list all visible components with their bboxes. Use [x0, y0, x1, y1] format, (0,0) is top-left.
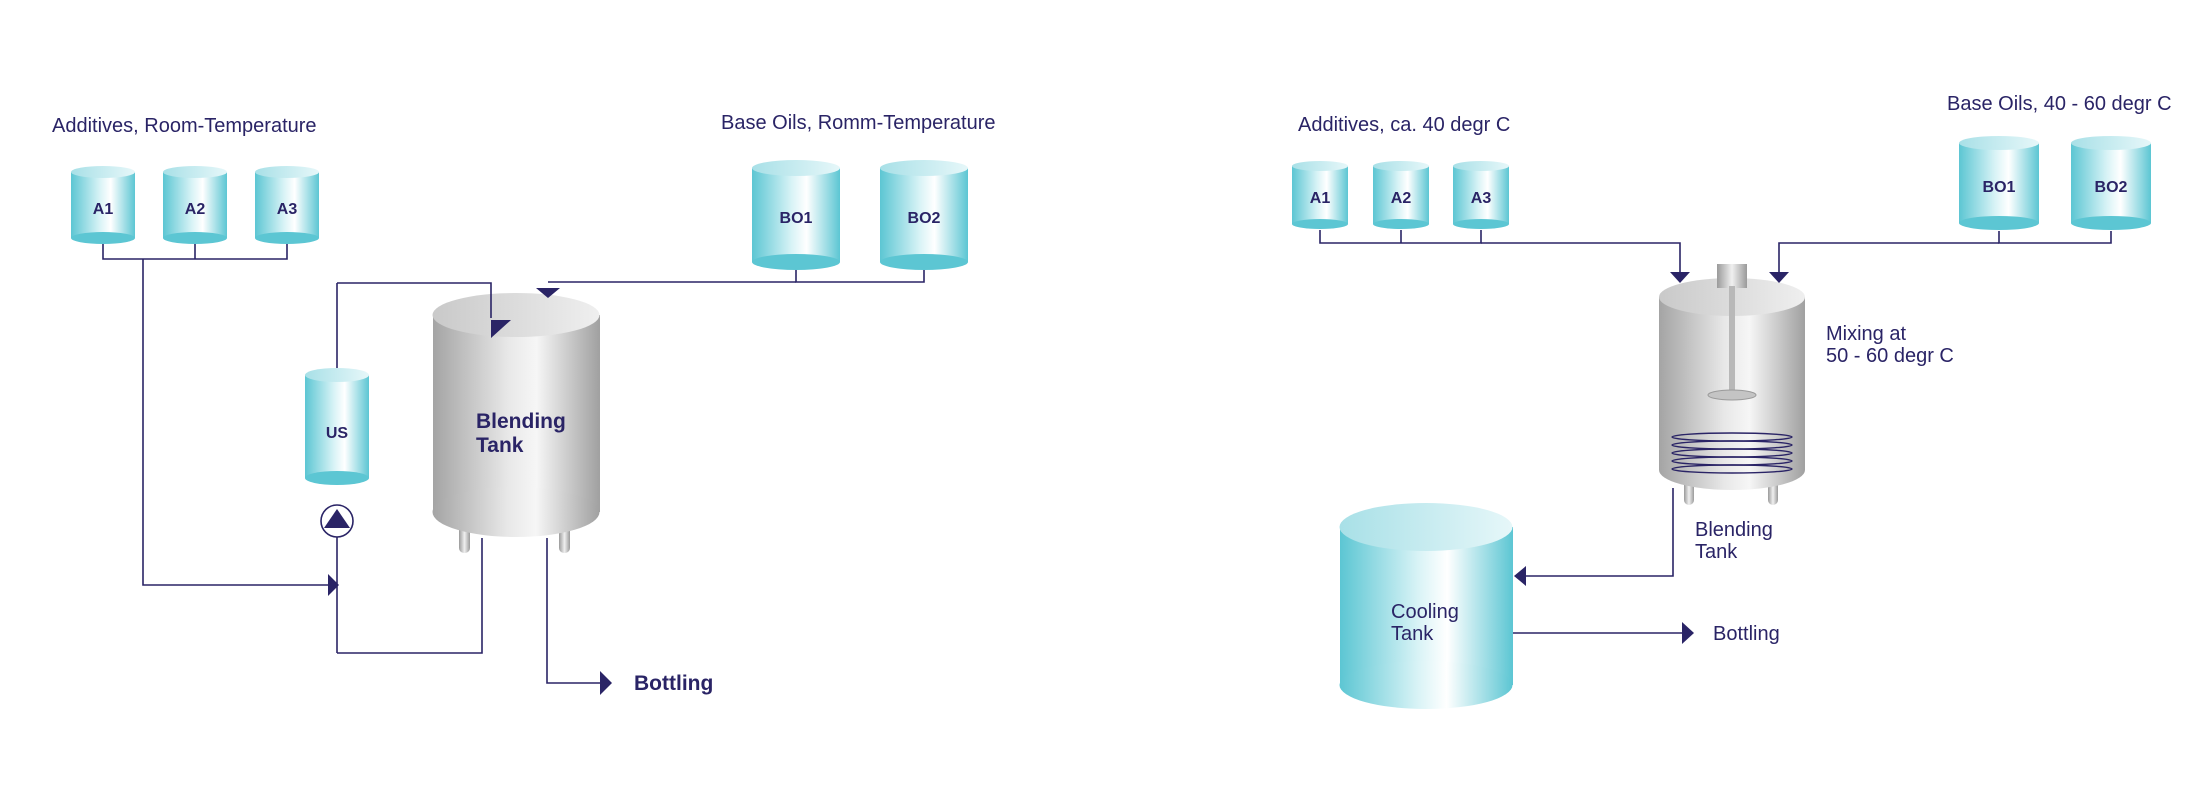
right-additive-tank-a2: A2: [1373, 161, 1429, 229]
left-base-oil-tank-bo2: BO2: [880, 160, 968, 270]
tank-label: BO2: [2095, 179, 2128, 196]
blending-tank-label-line2: Tank: [476, 434, 524, 457]
left-base-oils-title: Base Oils, Romm-Temperature: [721, 112, 996, 134]
arrow-down-icon: [1769, 272, 1789, 283]
right-base-oil-tank-bo1: BO1: [1959, 136, 2039, 230]
pump-icon: [320, 504, 354, 538]
left-additive-tank-a3: A3: [255, 166, 319, 244]
left-additives-title: Additives, Room-Temperature: [52, 115, 317, 137]
mixing-label-line1: Mixing at: [1826, 323, 1906, 345]
arrow-down-icon: [536, 288, 560, 298]
right-additive-tank-a1: A1: [1292, 161, 1348, 229]
tank-label: BO1: [780, 210, 813, 227]
cooling-tank: Cooling Tank: [1339, 503, 1513, 709]
left-bottling-label: Bottling: [634, 672, 713, 695]
left-additive-tank-a2: A2: [163, 166, 227, 244]
mixing-label-line2: 50 - 60 degr C: [1826, 345, 1954, 367]
left-piping: [102, 244, 925, 695]
agitator-icon: [1707, 264, 1757, 401]
tank-label: A2: [185, 201, 206, 218]
tank-label: A2: [1391, 190, 1412, 207]
arrow-right-icon: [600, 671, 612, 695]
right-bottling-label: Bottling: [1713, 623, 1780, 645]
right-process: Additives, ca. 40 degr C Base Oils, 40 -…: [1292, 93, 2172, 709]
arrow-right-icon: [1682, 622, 1694, 644]
tank-label: A3: [277, 201, 298, 218]
right-blending-tank: [1659, 264, 1805, 505]
tank-label: A3: [1471, 190, 1492, 207]
left-process: Additives, Room-Temperature Base Oils, R…: [52, 112, 996, 695]
arrow-down-icon: [1670, 272, 1690, 283]
right-blending-tank-label-line1: Blending: [1695, 519, 1773, 541]
tank-label: BO2: [908, 210, 941, 227]
left-us-tank: US: [305, 368, 369, 485]
left-additive-tank-a1: A1: [71, 166, 135, 244]
blending-tank-label-line1: Blending: [476, 410, 566, 433]
cooling-tank-label-line1: Cooling: [1391, 601, 1459, 623]
cooling-tank-label-line2: Tank: [1391, 623, 1434, 645]
tank-label: A1: [1310, 190, 1331, 207]
heating-coil-icon: [1671, 432, 1793, 474]
right-base-oil-tank-bo2: BO2: [2071, 136, 2151, 230]
right-blending-tank-label-line2: Tank: [1695, 541, 1738, 563]
right-piping: [1319, 230, 2112, 644]
right-additive-tank-a3: A3: [1453, 161, 1509, 229]
left-blending-tank: Blending Tank: [432, 293, 600, 553]
arrow-right-icon: [328, 574, 339, 596]
right-additives-title: Additives, ca. 40 degr C: [1298, 114, 1510, 136]
tank-label: US: [326, 425, 349, 442]
tank-label: BO1: [1983, 179, 2016, 196]
arrow-down-right-icon: [491, 320, 511, 338]
right-base-oils-title: Base Oils, 40 - 60 degr C: [1947, 93, 2172, 115]
tank-label: A1: [93, 201, 114, 218]
arrow-left-icon: [1514, 566, 1526, 586]
left-base-oil-tank-bo1: BO1: [752, 160, 840, 270]
